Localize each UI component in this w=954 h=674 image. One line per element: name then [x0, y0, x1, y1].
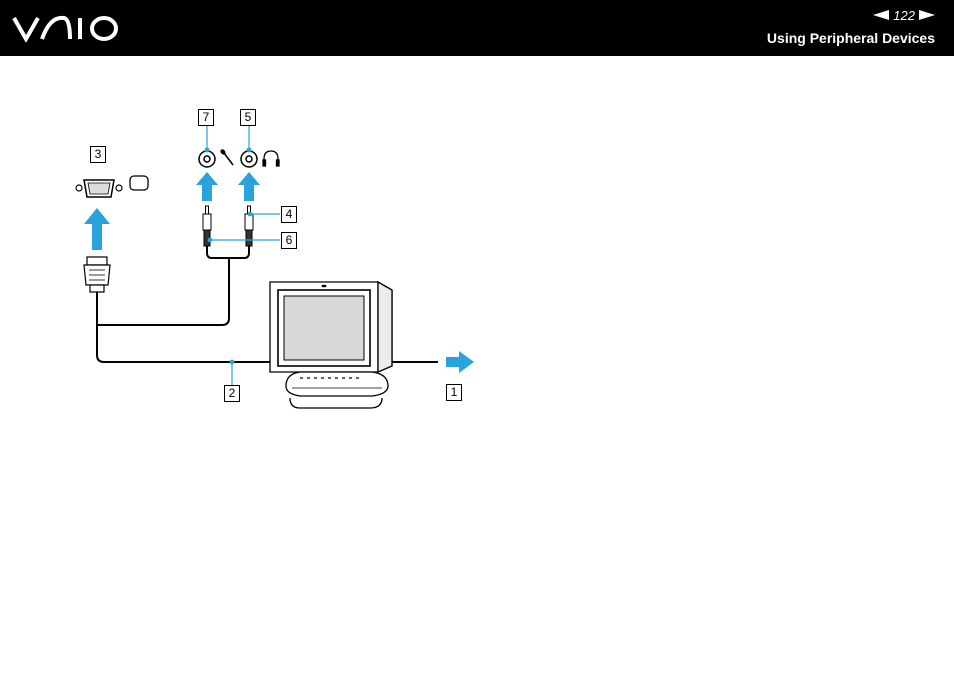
- callout-7: 7: [198, 109, 214, 126]
- callout-1: 1: [446, 384, 462, 401]
- arrow-right-icon: [446, 351, 474, 373]
- monitor-port-icon: [76, 176, 148, 197]
- external-monitor: [270, 282, 392, 408]
- callout-5: 5: [240, 109, 256, 126]
- arrow-up-icon: [238, 172, 260, 201]
- headphones-icon: [263, 151, 279, 166]
- headphone-jack: [241, 151, 257, 167]
- microphone-icon: [219, 148, 233, 165]
- arrow-up-icon: [196, 172, 218, 201]
- microphone-jack: [199, 151, 215, 167]
- callout-4: 4: [281, 206, 297, 223]
- vga-plug: [84, 257, 110, 292]
- callout-3: 3: [90, 146, 106, 163]
- callout-2: 2: [224, 385, 240, 402]
- arrow-up-icon: [84, 208, 110, 250]
- callout-6: 6: [281, 232, 297, 249]
